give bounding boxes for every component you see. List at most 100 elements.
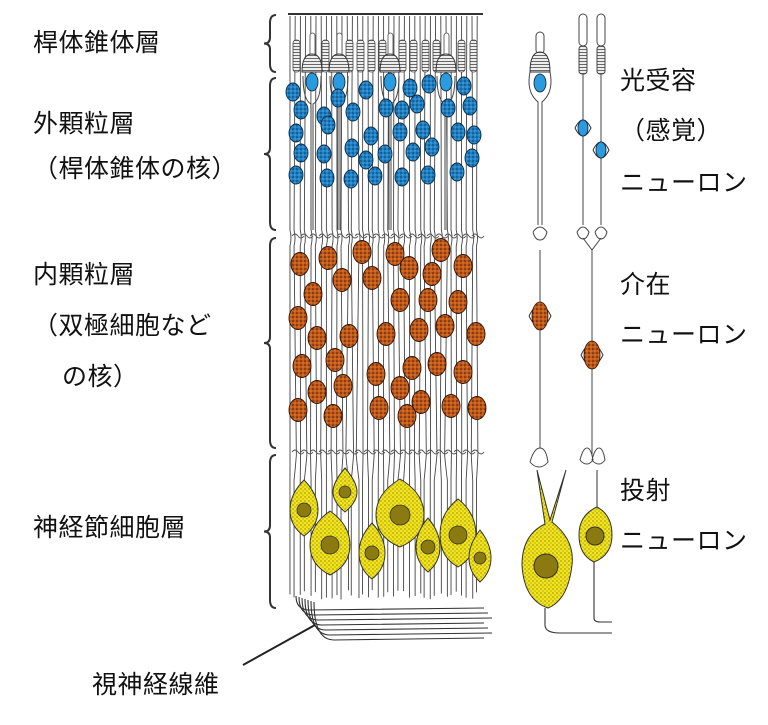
synapse-squiggle bbox=[309, 449, 323, 455]
synapse-squiggle bbox=[426, 449, 440, 455]
projection-axon bbox=[544, 608, 612, 634]
optic-fiber bbox=[301, 597, 493, 621]
synapse-squiggle bbox=[363, 233, 377, 239]
label-outer-nuclear-layer: 外顆粒層 bbox=[33, 109, 136, 138]
brace-outer-nuclear bbox=[263, 77, 277, 231]
synapse-squiggle bbox=[390, 449, 404, 455]
bipolar-nucleus bbox=[422, 262, 442, 286]
rod-terminal bbox=[576, 226, 590, 240]
bipolar-nucleus bbox=[332, 268, 352, 292]
rod-nucleus bbox=[320, 115, 336, 135]
bipolar-nucleus bbox=[409, 318, 429, 342]
bipolar-nucleus bbox=[369, 396, 389, 420]
optic-nerve-fibers bbox=[295, 595, 493, 641]
rod-outer-segment bbox=[469, 39, 478, 73]
rod-nucleus bbox=[285, 82, 301, 102]
synapse-squiggle bbox=[309, 233, 323, 239]
rod-nucleus bbox=[466, 125, 482, 145]
bipolar-nucleus bbox=[288, 306, 308, 330]
rod-nucleus bbox=[344, 138, 360, 158]
fiber bbox=[433, 15, 438, 596]
bipolar-nucleus bbox=[390, 288, 410, 312]
synapse-squiggle bbox=[408, 449, 422, 455]
brace-ganglion bbox=[263, 454, 277, 609]
rod-nucleus bbox=[449, 162, 465, 182]
optic-fiber bbox=[307, 599, 489, 631]
synapse-squiggle bbox=[372, 449, 386, 455]
bipolar-nucleus bbox=[453, 360, 473, 384]
label-photoreceptor-3: ニューロン bbox=[620, 168, 748, 197]
rod-nucleus bbox=[345, 102, 361, 122]
bipolar-nucleus bbox=[290, 252, 310, 276]
rod-nucleus bbox=[330, 88, 346, 108]
bipolar-nucleus bbox=[583, 340, 601, 370]
rod-nucleus bbox=[293, 143, 309, 163]
rod-nucleus bbox=[288, 165, 304, 185]
synapse-squiggle bbox=[435, 233, 449, 239]
bipolar-nucleus bbox=[402, 356, 422, 380]
rod-nucleus bbox=[424, 137, 440, 157]
synapse-squiggle bbox=[399, 233, 413, 239]
projection-neuron-small bbox=[578, 470, 613, 563]
rod-nucleus bbox=[293, 100, 309, 120]
synapse-squiggle bbox=[354, 449, 368, 455]
cone-inner-segment bbox=[328, 53, 350, 73]
rod-nucleus bbox=[405, 142, 421, 162]
fiber bbox=[450, 15, 453, 596]
bipolar-nucleus bbox=[333, 374, 353, 398]
synapse-squiggle bbox=[354, 233, 368, 239]
fiber bbox=[397, 15, 401, 591]
fiber bbox=[299, 15, 302, 595]
bipolar-nucleus bbox=[453, 254, 473, 278]
fiber bbox=[461, 15, 463, 596]
rod-convergence bbox=[582, 237, 602, 251]
fiber bbox=[470, 15, 475, 599]
layer-braces bbox=[263, 14, 277, 609]
bipolar-nucleus bbox=[531, 301, 549, 331]
synapse-squiggle bbox=[345, 449, 359, 455]
bipolar-nucleus bbox=[418, 288, 438, 312]
label-ganglion-cell-layer: 神経節細胞層 bbox=[33, 513, 187, 542]
fiber bbox=[320, 15, 324, 600]
cone-body bbox=[528, 71, 552, 225]
synapse-squiggle bbox=[453, 233, 467, 239]
fiber bbox=[387, 15, 391, 593]
bipolar-nucleus bbox=[292, 354, 312, 378]
cone-terminal bbox=[532, 226, 548, 241]
rod-outer-segment bbox=[398, 39, 407, 73]
rod-outer-segment bbox=[409, 39, 418, 73]
rod-nucleus bbox=[392, 122, 408, 142]
label-rod-cone-layer: 桿体錐体層 bbox=[33, 28, 161, 57]
label-optic-nerve-fibers: 視神経線維 bbox=[92, 670, 220, 699]
fiber bbox=[403, 15, 406, 592]
bipolar-nucleus bbox=[288, 398, 308, 422]
rod-nucleus bbox=[415, 120, 431, 140]
rod-outer-segment bbox=[292, 39, 301, 73]
ganglion-nucleus bbox=[389, 504, 411, 526]
synapse-squiggle bbox=[471, 449, 485, 455]
rod-nucleus bbox=[394, 100, 410, 120]
label-interneuron-2: ニューロン bbox=[620, 320, 748, 349]
cone-nucleus bbox=[383, 72, 397, 92]
label-inner-nuclear-note-1: （双極細胞など bbox=[33, 311, 212, 340]
rod-tip bbox=[596, 13, 606, 47]
bipolar-nucleus bbox=[441, 394, 461, 418]
synapse-squiggle bbox=[462, 449, 476, 455]
label-inner-nuclear-note-2: の核） bbox=[62, 362, 139, 391]
rod-nucleus bbox=[288, 123, 304, 143]
cone-stalk bbox=[302, 75, 322, 230]
cone-tip bbox=[535, 31, 545, 55]
fiber bbox=[423, 15, 427, 598]
synapse-squiggle bbox=[453, 449, 467, 455]
bipolar-nucleus bbox=[466, 322, 486, 346]
bipolar-nucleus bbox=[362, 266, 382, 290]
cone-nucleus bbox=[332, 72, 346, 92]
synapse-squiggle bbox=[417, 233, 431, 239]
label-outer-nuclear-note: （桿体錐体の核） bbox=[33, 154, 238, 183]
ganglion-cell-layer bbox=[289, 467, 492, 583]
synapse-squiggle bbox=[372, 233, 386, 239]
label-photoreceptor-1: 光受容 bbox=[620, 66, 697, 95]
label-photoreceptor-2: （感覚） bbox=[620, 116, 723, 145]
rod-outer-segment bbox=[457, 39, 466, 73]
outer-nuclear-layer bbox=[285, 74, 482, 189]
